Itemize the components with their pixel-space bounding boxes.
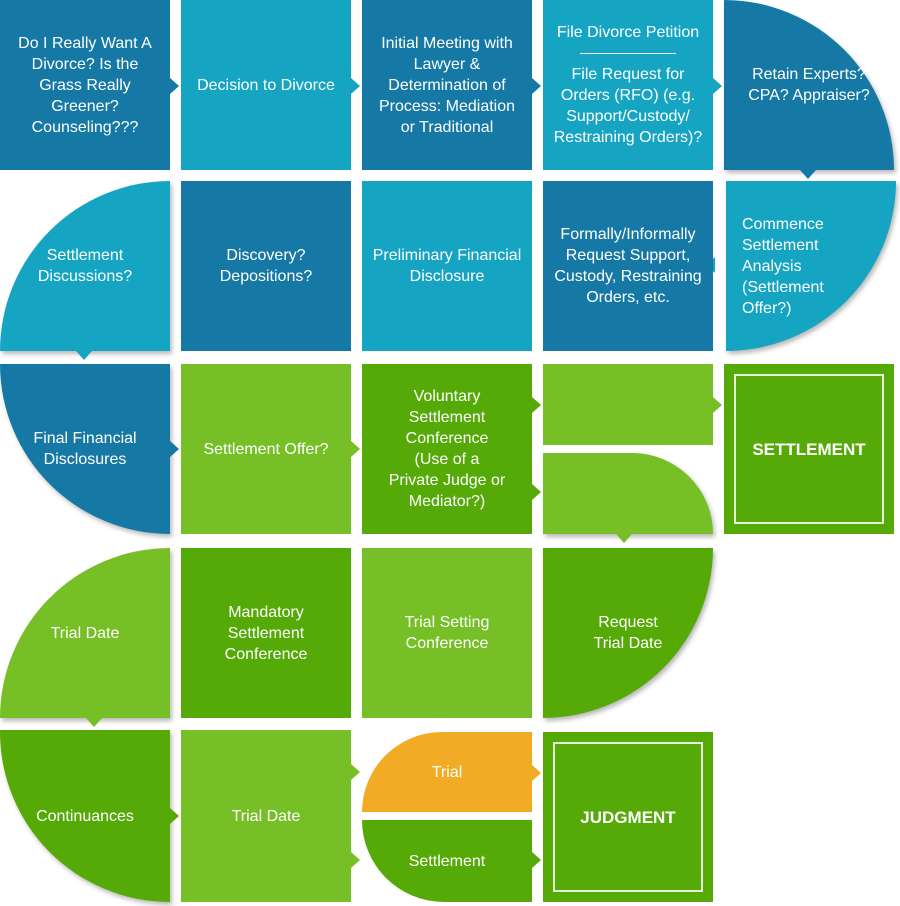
arrow-right: [713, 397, 722, 413]
step-settlement-offer-label: Settlement Offer?: [203, 440, 329, 458]
step-settlement-discussions: Settlement Discussions?: [0, 181, 170, 351]
step-preliminary-disclosure-label: Preliminary Financial Disclosure: [372, 247, 522, 285]
result-judgment-frame: [553, 742, 703, 892]
result-judgment-label: JUDGMENT: [580, 807, 676, 827]
arrow-right: [532, 484, 541, 500]
step-settlement-final: Settlement: [362, 820, 532, 902]
arrow-down: [76, 351, 92, 360]
step-trial-setting-conference-label: Trial Setting Conference: [404, 614, 490, 652]
step-file-petition-label: File Divorce Petition: [556, 24, 700, 41]
arrow-right: [351, 852, 360, 868]
step-request-support-label: Formally/Informally Request Support, Cus…: [554, 226, 702, 306]
arrow-right: [170, 441, 179, 457]
step-file-petition: File Divorce Petition File Request for O…: [543, 0, 713, 170]
step-mandatory-settlement-conference-label: Mandatory Settlement Conference: [224, 603, 308, 663]
step-retain-experts-label: Retain Experts? CPA? Appraiser?: [748, 66, 870, 104]
step-trial-date-first-label: Trial Date: [50, 624, 120, 642]
step-voluntary-settlement-conference: Voluntary Settlement Conference (Use of …: [362, 364, 532, 534]
step-trial-label: Trial: [431, 763, 463, 781]
step-discovery: Discovery? Depositions?: [181, 181, 351, 351]
step-discovery-label: Discovery? Depositions?: [219, 247, 313, 285]
branch-to-settlement: [543, 364, 713, 445]
step-request-trial-date: Request Trial Date: [543, 548, 713, 718]
arrow-right: [351, 78, 360, 94]
arrow-right: [351, 441, 360, 457]
step-decision-to-divorce: Decision to Divorce: [181, 0, 351, 170]
step-file-rfo-label: File Request for Orders (RFO) (e.g. Supp…: [553, 66, 703, 146]
step-decision-to-divorce-label: Decision to Divorce: [197, 76, 335, 94]
step-initial-meeting-label: Initial Meeting with Lawyer & Determinat…: [378, 34, 516, 136]
arrow-right: [532, 765, 541, 781]
step-continuances-label: Continuances: [36, 807, 134, 825]
step-request-support: Formally/Informally Request Support, Cus…: [543, 181, 713, 351]
arrow-right: [170, 808, 179, 824]
branch-to-trial: [543, 453, 713, 534]
result-settlement: SETTLEMENT: [724, 364, 894, 534]
step-trial-date-second-label: Trial Date: [231, 807, 301, 825]
step-voluntary-settlement-conference-label: Voluntary Settlement Conference (Use of …: [388, 388, 506, 510]
result-settlement-label: SETTLEMENT: [752, 439, 866, 459]
step-trial-date-first: Trial Date: [0, 548, 170, 718]
step-commence-settlement-analysis: Commence Settlement Analysis (Settlement…: [726, 181, 896, 351]
divider: [580, 53, 676, 54]
arrow-down: [86, 718, 102, 727]
step-commence-settlement-analysis-label: Commence Settlement Analysis (Settlement…: [742, 215, 824, 317]
step-final-disclosures-label: Final Financial Disclosures: [33, 430, 137, 468]
arrow-down: [800, 170, 816, 179]
step-request-trial-date-label: Request Trial Date: [593, 614, 663, 652]
step-initial-meeting: Initial Meeting with Lawyer & Determinat…: [362, 0, 532, 170]
step-really-want-divorce-label: Do I Really Want A Divorce? Is the Grass…: [18, 34, 152, 136]
arrow-right: [713, 78, 722, 94]
step-trial-date-second: Trial Date: [181, 730, 351, 902]
result-judgment: JUDGMENT: [543, 732, 713, 902]
step-mandatory-settlement-conference: Mandatory Settlement Conference: [181, 548, 351, 718]
step-really-want-divorce: Do I Really Want A Divorce? Is the Grass…: [0, 0, 170, 170]
arrow-right: [532, 78, 541, 94]
arrow-right: [532, 852, 541, 868]
step-preliminary-disclosure: Preliminary Financial Disclosure: [362, 181, 532, 351]
arrow-right: [170, 78, 179, 94]
arrow-right: [532, 397, 541, 413]
result-settlement-frame: [734, 374, 884, 524]
arrow-right: [351, 764, 360, 780]
step-trial: Trial: [362, 732, 532, 812]
step-retain-experts: Retain Experts? CPA? Appraiser?: [724, 0, 894, 170]
step-settlement-discussions-label: Settlement Discussions?: [37, 247, 133, 285]
step-settlement-final-label: Settlement: [408, 852, 486, 870]
step-continuances: Continuances: [0, 730, 170, 902]
step-settlement-offer: Settlement Offer?: [181, 364, 351, 534]
arrow-down: [616, 534, 632, 543]
step-trial-setting-conference: Trial Setting Conference: [362, 548, 532, 718]
step-final-disclosures: Final Financial Disclosures: [0, 364, 170, 534]
